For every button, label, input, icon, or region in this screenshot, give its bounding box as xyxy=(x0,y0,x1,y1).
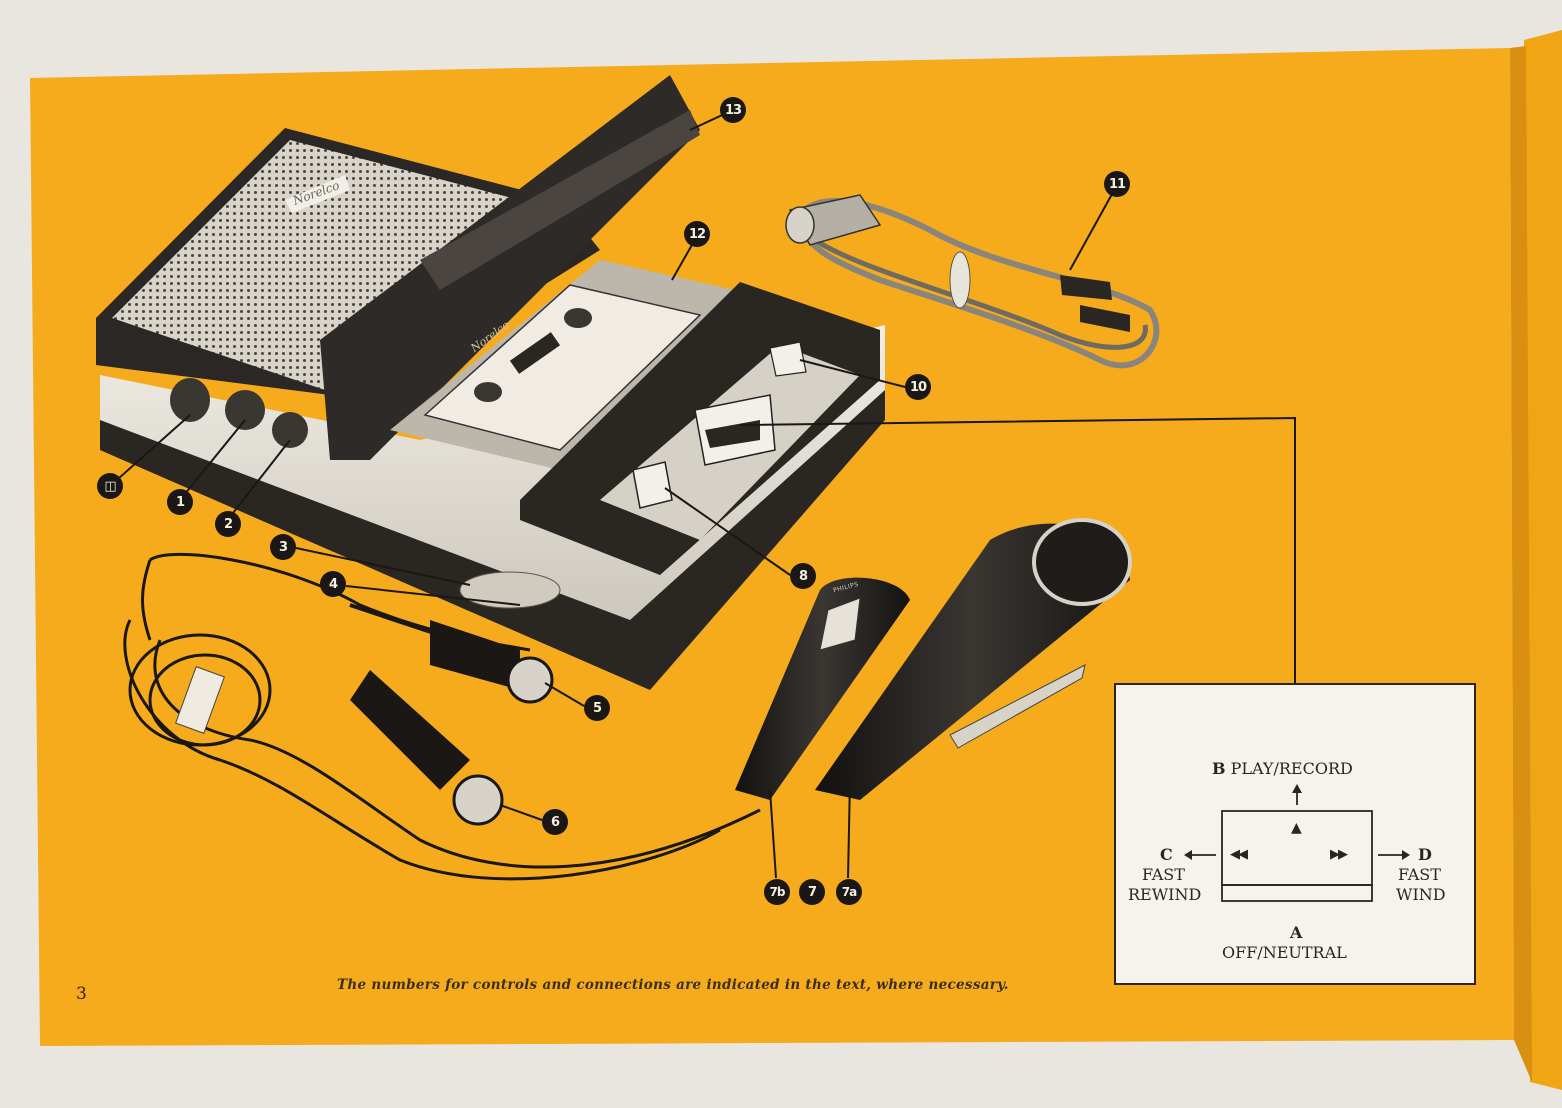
cassette-lid-inner xyxy=(420,110,700,290)
callout-11: 11 xyxy=(1104,171,1130,197)
next-page-edge xyxy=(1524,30,1562,1090)
callout-1: 1 xyxy=(167,489,193,515)
callout-5: 5 xyxy=(584,695,610,721)
microphone-cords xyxy=(123,552,761,881)
cassette-recorder xyxy=(96,75,885,690)
volume-dials xyxy=(459,571,561,609)
cassette-reel-left xyxy=(474,382,502,402)
switch-neutral-bar xyxy=(1221,884,1373,902)
letter-c: C xyxy=(1160,845,1173,864)
callout-8: 8 xyxy=(790,563,816,589)
microphones xyxy=(735,518,1132,800)
label-c-rewind: REWIND xyxy=(1128,885,1202,904)
callout-4: 4 xyxy=(320,571,346,597)
label-d-fast: FAST xyxy=(1398,865,1441,884)
callout-2: 2 xyxy=(215,511,241,537)
function-switch-keys xyxy=(705,420,760,448)
callout-10: 10 xyxy=(905,374,931,400)
socket-2 xyxy=(272,412,308,448)
rewind-symbol: ◀◀ xyxy=(1230,847,1248,862)
callout-3: 3 xyxy=(270,534,296,560)
label-d-wind: WIND xyxy=(1396,885,1446,904)
callout-12: 12 xyxy=(684,221,710,247)
callout-speaker-socket: ◫ xyxy=(97,473,123,499)
switch-diagram xyxy=(1184,784,1410,902)
record-button xyxy=(632,461,673,509)
microphone-clip xyxy=(949,664,1086,749)
cassette-window xyxy=(509,332,561,374)
label-play-record: B PLAY/RECORD xyxy=(1212,759,1353,778)
speaker-socket xyxy=(170,378,210,422)
cassette-tape xyxy=(423,284,702,451)
recorder-base xyxy=(100,390,885,690)
page-number: 3 xyxy=(76,984,87,1004)
callout-6: 6 xyxy=(542,809,568,835)
callout-13: 13 xyxy=(720,97,746,123)
microphone-head xyxy=(1032,518,1132,606)
callout-7: 7 xyxy=(799,879,825,905)
tape-counter-slider xyxy=(769,341,807,377)
function-switch-inset: B PLAY/RECORD ▲ ◀◀ ▶▶ C FAST REWIND D FA… xyxy=(1114,683,1476,985)
callout-7b: 7b xyxy=(764,879,790,905)
callout-7a: 7a xyxy=(836,879,862,905)
letter-d: D xyxy=(1418,845,1432,864)
label-c-fast: FAST xyxy=(1142,865,1185,884)
page-fold-shadow xyxy=(1510,46,1532,1082)
wind-symbol: ▶▶ xyxy=(1330,847,1348,862)
socket-1 xyxy=(225,390,265,430)
label-off-neutral: OFF/NEUTRAL xyxy=(1222,943,1347,962)
microphone-remote xyxy=(735,577,910,800)
connecting-cable-11 xyxy=(785,194,1160,369)
cassette-reel-right xyxy=(564,308,592,328)
figure-caption: The numbers for controls and connections… xyxy=(337,977,1009,993)
letter-a: A xyxy=(1290,923,1303,942)
lid-nameplate xyxy=(285,175,350,213)
play-symbol: ▲ xyxy=(1291,820,1302,836)
